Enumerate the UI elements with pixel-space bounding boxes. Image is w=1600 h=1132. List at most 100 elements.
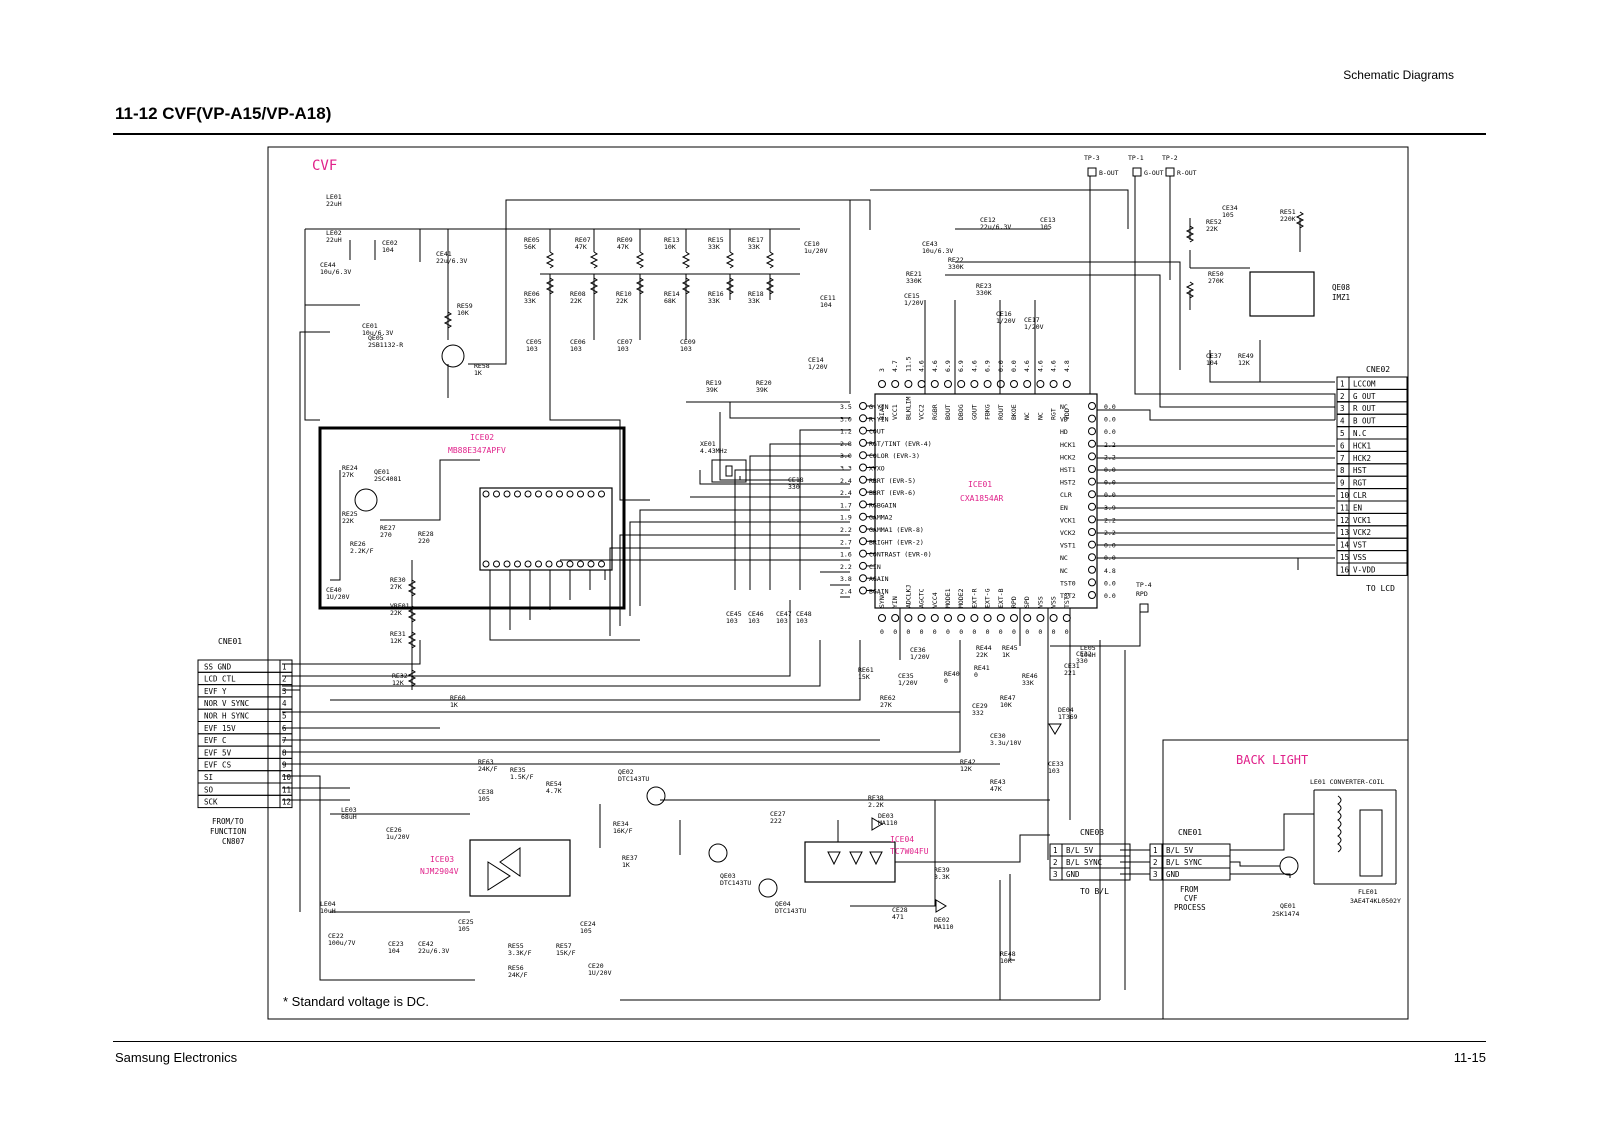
ice01-right-pin (1088, 591, 1096, 599)
cne01-pin-name: SS GND (204, 662, 232, 671)
ice02-bottom-pin (493, 560, 500, 568)
component-ref: QE02 (618, 768, 634, 776)
cne02-pin-name: RGT (1353, 479, 1367, 488)
resistor-icon (407, 605, 417, 623)
ice01-top-pin-name: ROUT (997, 404, 1005, 420)
cne02-pin-number: 7 (1340, 454, 1345, 463)
component-value: 47K (575, 243, 587, 251)
component-ref: CE07 (617, 338, 633, 346)
cne01-from-label-2: FUNCTION (210, 827, 246, 836)
component-ref: QE05 (368, 334, 384, 342)
ice01-top-pin (930, 380, 939, 388)
component-ref: RE07 (575, 236, 591, 244)
ice01-right-pin-name: EN (1060, 504, 1068, 512)
component-value: MA110 (934, 923, 954, 931)
component-value: 22K (976, 651, 988, 659)
component-value: 103 (776, 617, 788, 625)
ice01-bottom-pin-name: TST3 (1063, 592, 1071, 608)
component-ref: RE37 (622, 854, 638, 862)
ice01-left-pin-voltage: 2.7 (840, 538, 852, 546)
resistor-icon (589, 251, 599, 269)
component-ref: LE01 (326, 193, 342, 201)
component-value: 104 (382, 246, 394, 254)
resistor-icon (635, 251, 645, 269)
cne01-pin-number: 1 (282, 662, 287, 671)
fet-qe01-icon (1279, 856, 1299, 876)
ice02-bottom-pin (577, 560, 584, 568)
component-ref: CE27 (770, 810, 786, 818)
component-ref: RE26 (350, 540, 366, 548)
ice01-top-pin (891, 380, 900, 388)
cne02-pin-number: 14 (1340, 541, 1350, 550)
component-ref: RE50 (1208, 270, 1224, 278)
section-label: Schematic Diagrams (1343, 68, 1454, 82)
cne01-pin-name: SO (204, 785, 214, 794)
component-ref: CE36 (910, 646, 926, 654)
resistor-icon (725, 251, 735, 269)
ice01-left-pin-voltage: 3.5 (840, 403, 852, 411)
ice01-right-pin-name: VCK1 (1060, 516, 1076, 524)
component-value: 332 (972, 709, 984, 717)
cne02-pin-number: 11 (1340, 503, 1349, 512)
ice01-bottom-pin-name: YIN (891, 596, 899, 608)
ice01-left-pin (859, 525, 867, 533)
title-rule (113, 133, 1486, 135)
component-ref: RE32 (392, 672, 408, 680)
ice01-right-pin (1088, 490, 1096, 499)
ice01-bottom-pin-name: VSS (1036, 596, 1044, 608)
ice01-bottom-pin-name: MODE2 (957, 588, 965, 608)
component-value: 1K (1002, 651, 1010, 659)
ice01-right-pin-name: HCK1 (1060, 441, 1076, 449)
component-value: 1T369 (1058, 713, 1078, 721)
ice01-right-pin-voltage: 0.0 (1104, 416, 1116, 424)
fluorescent-lamp-icon (1359, 809, 1383, 877)
component-ref: RE21 (906, 270, 922, 278)
cne01-pin-num-cell (279, 794, 293, 809)
ice01-right-pin (1088, 528, 1096, 536)
resistor-icon (545, 277, 555, 295)
component-ref: RE42 (960, 758, 976, 766)
ice01-bottom-pin-name: VSS (1050, 596, 1058, 608)
component-ref: CE42 (418, 940, 434, 948)
component-ref: RE16 (708, 290, 724, 298)
cne01-pin-name: EVF CS (204, 761, 232, 770)
ice01-left-pin-voltage: 3.3 (840, 465, 852, 473)
resistor-icon (407, 669, 417, 687)
resistor-icon (765, 277, 775, 295)
component-value: 3.3K (934, 873, 950, 881)
resistor-icon (407, 579, 417, 597)
blcne-pin-name: B/L SYNC (1166, 858, 1202, 867)
ice02-top-pin (577, 490, 584, 498)
ice01-top-pin (917, 380, 926, 388)
ice01-top-pin (996, 380, 1005, 388)
ice01-left-pin-name: AGAIN (869, 575, 889, 583)
ice01-bottom-pin (970, 614, 979, 622)
ice01-left-pin (859, 475, 867, 484)
ice04-inverter-1 (827, 851, 841, 866)
resistor-icon (765, 251, 775, 269)
component-ref: CE17 (1024, 316, 1040, 324)
svg-text:TP-3: TP-3 (1084, 154, 1100, 162)
component-ref: RE41 (974, 664, 990, 672)
component-ref: XE01 (700, 440, 716, 448)
ice01-left-pin-name: CONTRAST (EVR-0) (869, 551, 932, 559)
cne02-title: CNE02 (1366, 365, 1390, 374)
component-ref: CE40 (326, 586, 342, 594)
ice01-bottom-pin (891, 614, 900, 622)
cne02-pin-cell (1336, 438, 1408, 452)
blcne-pin-number: 1 (1153, 846, 1158, 855)
component-ref: CE13 (1040, 216, 1056, 224)
component-ref: QE01 (374, 468, 390, 476)
component-value: 103 (570, 345, 582, 353)
ice02-top-pin (587, 490, 595, 498)
cne02-pin-num-cell (1336, 562, 1350, 576)
ice01-bottom-pin-voltage: 0 (1038, 628, 1042, 636)
cne02-pin-number: 5 (1340, 429, 1345, 438)
ice01-top-pin-voltage: 4.6 (931, 360, 939, 372)
ice01-top-pin-voltage: 6.9 (957, 360, 965, 372)
ice01-top-pin (1023, 380, 1032, 388)
component-ref: RE23 (976, 282, 992, 290)
standard-voltage-note: * Standard voltage is DC. (283, 994, 429, 1009)
ice01-right-pin-voltage: 0.0 (1104, 579, 1116, 587)
